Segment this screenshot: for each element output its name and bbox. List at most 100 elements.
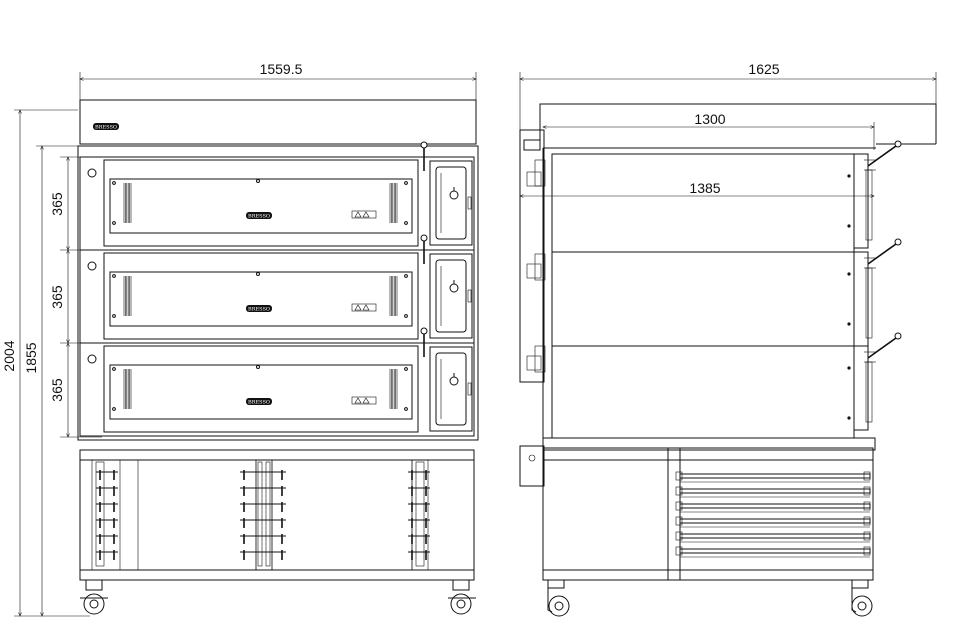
front-decks: BRESSO BRESSO BRESSO	[79, 141, 475, 437]
rack-upright	[257, 461, 263, 567]
door-handle-knob	[894, 332, 902, 340]
door-handle	[867, 243, 897, 265]
deck-control-knob	[449, 283, 459, 293]
deck-frame	[79, 249, 475, 344]
deck-screw	[256, 365, 260, 369]
rack-upright	[265, 461, 271, 567]
deck-switch	[467, 196, 472, 210]
side-tray	[679, 548, 871, 554]
warning-icon	[362, 211, 370, 218]
front-hood: BRESSO	[79, 99, 477, 145]
deck-control-display	[435, 352, 467, 426]
side-tray-racks	[675, 471, 871, 558]
door-handle	[867, 337, 897, 359]
deck-control-knob	[449, 376, 459, 386]
deck-window	[109, 271, 413, 327]
side-tray	[679, 473, 871, 479]
side-inner-depth-label: 1385	[689, 180, 720, 196]
deck-control-display	[435, 259, 467, 333]
deck-control-panel	[429, 253, 473, 339]
deck-switch	[467, 289, 472, 303]
front-casters	[80, 579, 476, 615]
deck-switch	[467, 382, 472, 396]
deck-steam-knob	[420, 141, 428, 149]
deck-control-panel	[429, 160, 473, 246]
front-width-dimension: 1559.5	[80, 61, 476, 100]
deck-1: BRESSO	[79, 141, 475, 251]
side-view: 1625 1300 1385	[519, 61, 936, 617]
deck-steam-knob	[420, 327, 428, 335]
deck-indicator-light	[87, 354, 97, 364]
front-width-label: 1559.5	[260, 61, 303, 77]
front-total-height-label: 2004	[1, 340, 17, 371]
deck-window	[109, 364, 413, 420]
warning-icon	[354, 304, 362, 311]
warning-icon	[354, 397, 362, 404]
deck-steam-knob	[420, 234, 428, 242]
side-proofer	[519, 437, 876, 581]
deck-warning-label	[351, 210, 377, 219]
warning-icon	[362, 397, 370, 404]
front-stand	[79, 449, 475, 581]
deck-brand-badge	[246, 212, 272, 219]
side-deck-1-door	[847, 140, 902, 249]
side-tray	[679, 533, 871, 539]
svg-text:BRESSO: BRESSO	[95, 125, 117, 131]
deck-frame	[79, 156, 475, 251]
door-handle	[867, 145, 897, 167]
door-handle-knob	[894, 238, 902, 246]
deck-warning-label	[351, 303, 377, 312]
side-casters	[547, 579, 873, 617]
front-view: 1559.5 2004 1855 365 365 365	[1, 61, 479, 616]
deck-1-height-label: 365	[49, 192, 65, 216]
side-deck-3-door	[847, 332, 902, 431]
hood-brand-badge	[93, 123, 119, 130]
deck-warning-label	[351, 396, 377, 405]
deck-window	[109, 178, 413, 234]
side-chamber-depth-dimension: 1300	[543, 111, 874, 150]
deck-brand-text: BRESSO	[248, 307, 270, 313]
deck-3-height-label: 365	[49, 378, 65, 402]
rack-upright	[415, 461, 425, 567]
side-inner-depth-dimension: 1385	[520, 180, 874, 196]
deck-brand-badge	[246, 398, 272, 405]
side-deck-2-door	[847, 238, 902, 347]
front-oven-height-dimension: 1855	[23, 146, 78, 616]
deck-2: BRESSO	[79, 234, 475, 344]
front-right-caster	[448, 579, 476, 615]
rack-upright	[95, 461, 105, 567]
deck-brand-text: BRESSO	[248, 214, 270, 220]
side-depth-dimension: 1625	[520, 61, 936, 130]
front-left-caster	[80, 579, 108, 615]
side-rear-caster	[547, 579, 570, 617]
side-door-panel	[853, 345, 869, 431]
side-door-edge	[865, 267, 873, 339]
side-chamber-depth-label: 1300	[694, 111, 725, 127]
side-door-edge	[865, 361, 873, 423]
front-total-height-dimension: 2004	[1, 110, 90, 616]
side-depth-label: 1625	[748, 61, 779, 77]
front-tray-racks	[95, 461, 430, 567]
front-oven-height-label: 1855	[23, 342, 39, 373]
deck-control-knob	[449, 190, 459, 200]
side-tray	[679, 488, 871, 494]
door-handle-knob	[894, 140, 902, 148]
deck-door	[103, 159, 419, 247]
side-door-edge	[865, 169, 873, 241]
side-rear-duct	[519, 129, 546, 383]
side-door-panel	[853, 153, 869, 249]
warning-icon	[354, 211, 362, 218]
side-tray	[679, 503, 871, 509]
deck-screw	[256, 272, 260, 276]
warning-icon	[362, 304, 370, 311]
deck-screw	[256, 179, 260, 183]
deck-indicator-light	[87, 261, 97, 271]
deck-frame	[79, 342, 475, 437]
deck-door	[103, 345, 419, 433]
deck-indicator-light	[87, 168, 97, 178]
deck-control-display	[435, 166, 467, 240]
deck-brand-text: BRESSO	[248, 400, 270, 406]
side-tray	[679, 518, 871, 524]
deck-door	[103, 252, 419, 340]
